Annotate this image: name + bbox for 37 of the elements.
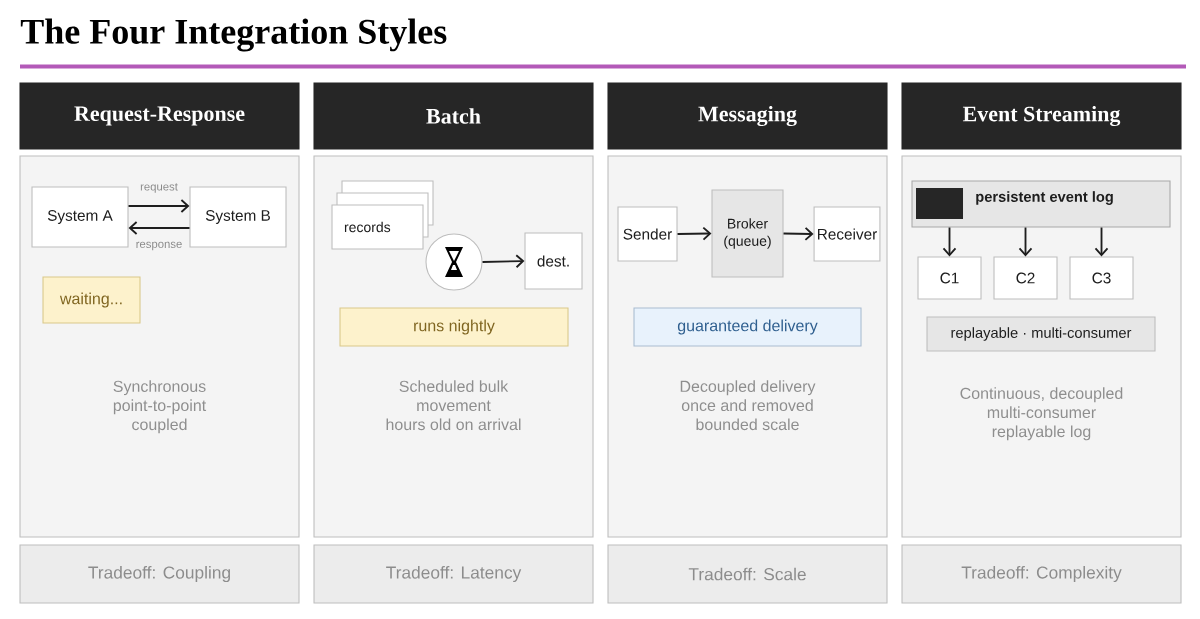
tradeoff-box: Tradeoff: Coupling <box>19 544 300 604</box>
description-text: Scheduled bulk movement hours old on arrival <box>386 380 521 431</box>
system-box: Receiver <box>813 206 881 262</box>
tradeoff-box: Tradeoff: Complexity <box>901 544 1182 604</box>
event-log-bar: persistent event log <box>911 180 1171 228</box>
system-box: C3 <box>1069 256 1134 300</box>
description-text: Decoupled delivery once and removed bounded scale <box>680 380 816 431</box>
status-box: waiting... <box>42 276 141 324</box>
arrow <box>942 226 957 257</box>
broker-box: Broker (queue) <box>711 189 784 278</box>
arrow <box>128 221 191 235</box>
system-box: dest. <box>524 232 583 290</box>
system-box: C1 <box>917 256 982 300</box>
tradeoff-box: Tradeoff: Latency <box>313 544 594 604</box>
property-box: replayable · multi-consumer <box>926 316 1156 352</box>
header-bar: Batch <box>313 82 594 150</box>
system-box: C2 <box>993 256 1058 300</box>
header-bar: Request-Response <box>19 82 300 150</box>
description-text: Synchronous point-to-point coupled <box>113 380 207 434</box>
edge-label: response <box>134 240 184 252</box>
system-box: System B <box>189 186 287 248</box>
records-stack: records <box>331 180 434 250</box>
system-box: System A <box>31 186 129 248</box>
header-bar: Messaging <box>607 82 888 150</box>
tradeoff-box: Tradeoff: Scale <box>607 544 888 604</box>
description-text: Continuous, decoupled multi-consumer replayable log <box>960 387 1123 441</box>
title: The Four Integration Styles <box>20 18 447 52</box>
system-box: Sender <box>617 206 678 262</box>
status-box: guaranteed delivery <box>633 307 862 347</box>
arrow <box>481 254 525 269</box>
status-box: runs nightly <box>339 307 569 347</box>
arrow <box>676 226 712 241</box>
arrow <box>1018 226 1033 257</box>
arrow <box>782 226 814 241</box>
arrow <box>127 199 190 213</box>
header-bar: Event Streaming <box>901 82 1182 150</box>
arrow <box>1094 226 1109 257</box>
